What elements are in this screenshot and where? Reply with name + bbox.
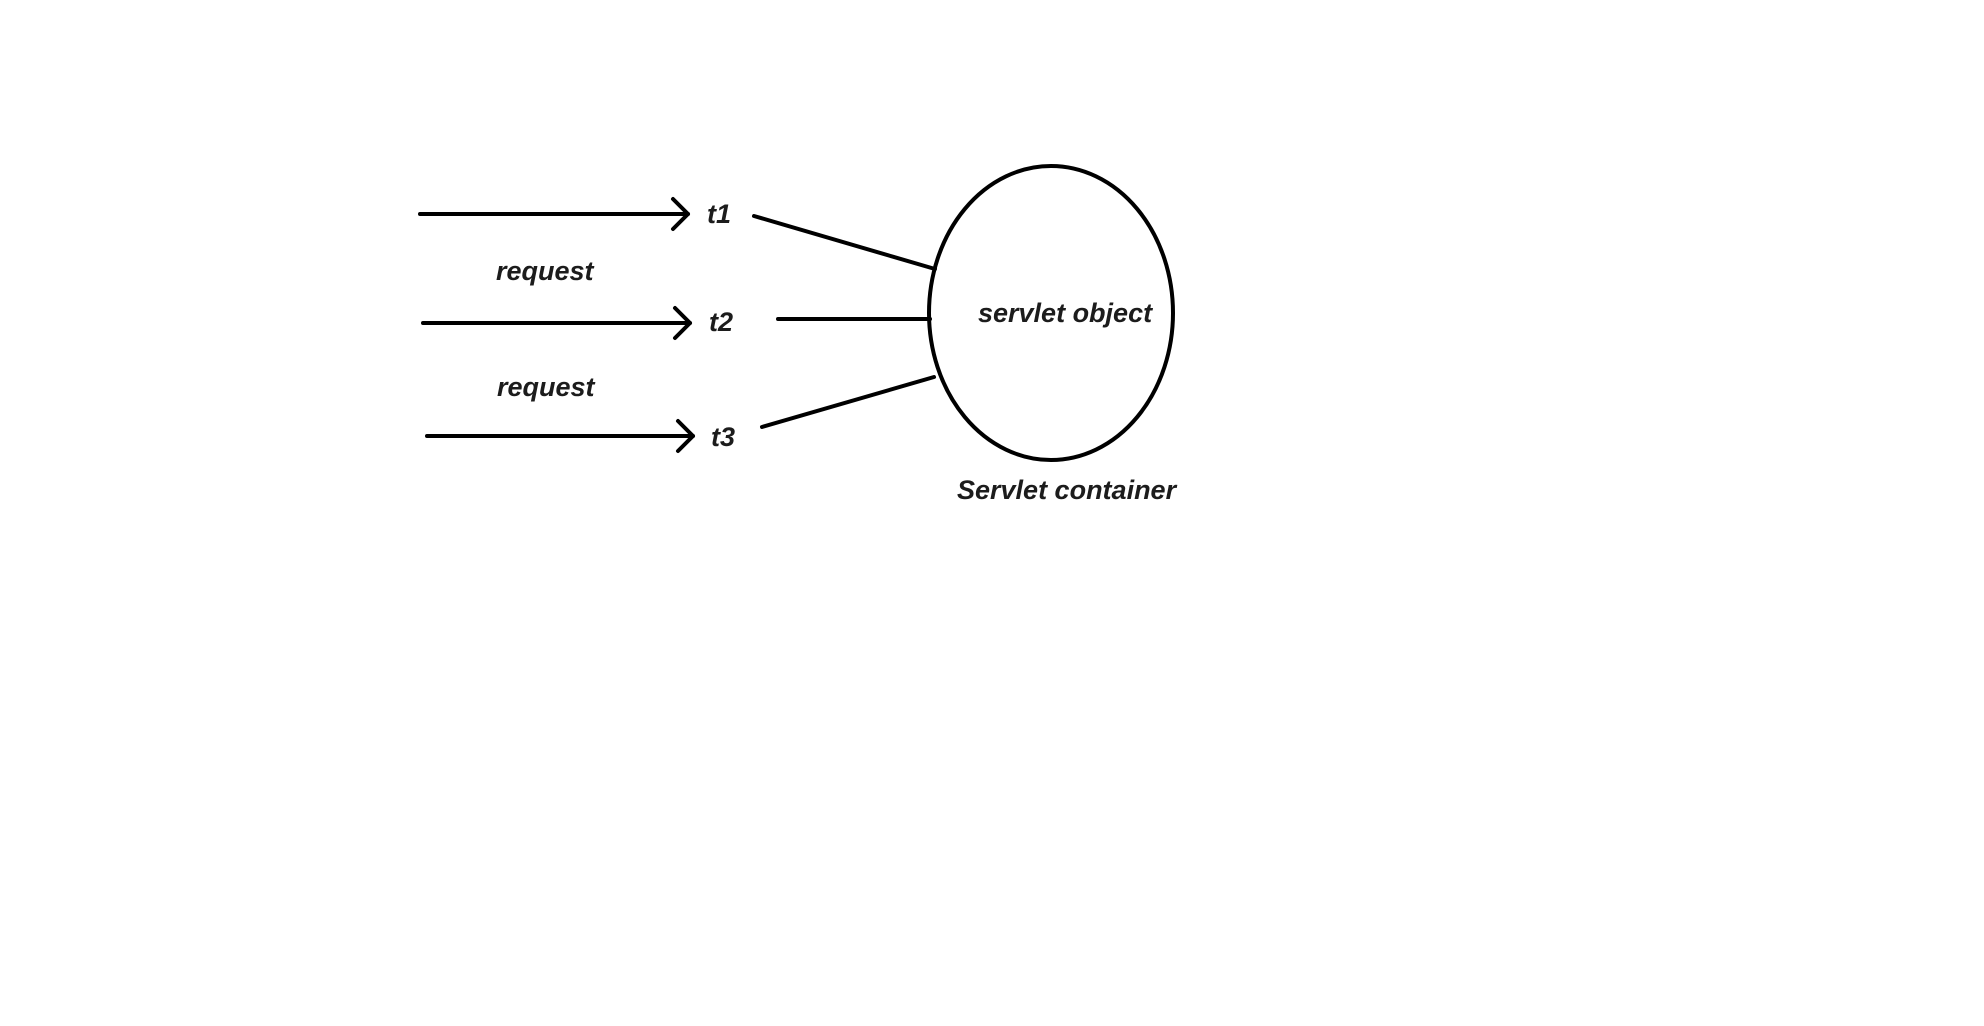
request-arrow-1: [418, 197, 690, 231]
servlet-container-label: Servlet container: [957, 475, 1177, 505]
thread-connector-t1: [752, 214, 937, 271]
thread-connector-t3: [760, 375, 936, 429]
servlet-object-label: servlet object: [978, 298, 1153, 328]
thread-label-t3: t3: [711, 422, 736, 452]
thread-label-t1: t1: [707, 199, 732, 229]
request-label-2: request: [496, 256, 594, 286]
servlet-object-ellipse: [927, 164, 1175, 462]
thread-label-t2: t2: [709, 307, 734, 337]
request-arrow-2: [421, 306, 692, 340]
request-arrow-3: [425, 419, 695, 453]
request-label-3: request: [497, 372, 595, 402]
